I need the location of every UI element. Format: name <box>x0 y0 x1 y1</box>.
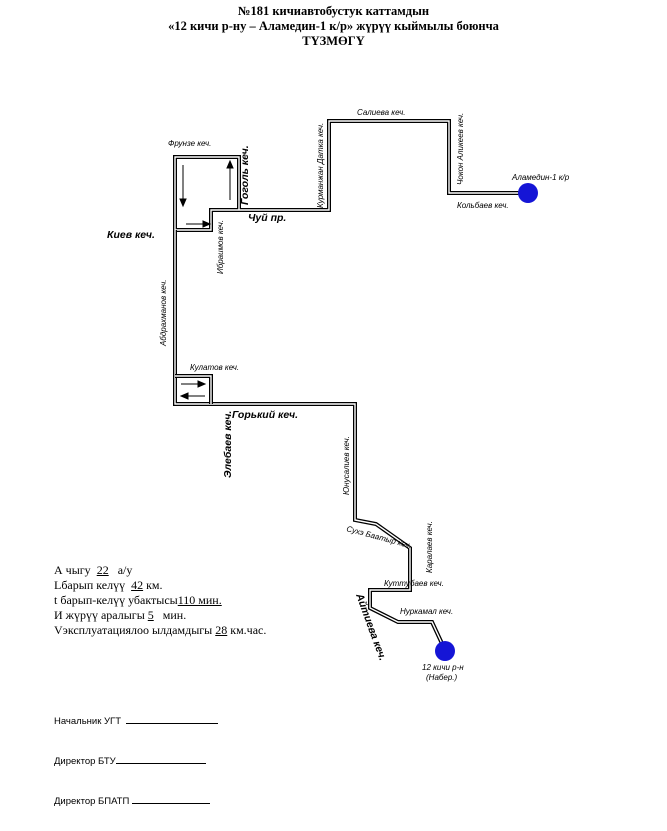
info-interval: И жүрүү аралыгы 5 мин. <box>54 608 187 622</box>
street-gorkiy-label: Горький кеч. <box>232 409 298 421</box>
terminal-12-mkr-marker <box>435 641 455 661</box>
street-kolbaev-label: Кольбаев кеч. <box>457 201 509 210</box>
street-kiev-label: Киев кеч. <box>107 229 155 241</box>
street-ibraimov-label: Ибраимов кеч. <box>216 220 225 274</box>
street-kuttubaev-label: Куттубаев кеч. <box>384 579 444 588</box>
terminal-alamedin-marker <box>518 183 538 203</box>
street-elebaev-label: Элебаев кеч. <box>222 411 234 478</box>
terminal-12-mkr-sublabel: (Набер.) <box>426 673 458 682</box>
title-line-2: «12 кичи р-ну – Аламедин-1 к/р» жүрүү кы… <box>168 19 499 33</box>
street-karalaev-label: Каралаев кеч. <box>425 521 434 573</box>
street-gogol-label: Гоголь кеч. <box>239 145 251 205</box>
info-time: t барып-келүү убактысы110 мин. <box>54 593 222 607</box>
title-line-1: №181 кичиавтобустук каттамдын <box>237 4 430 18</box>
street-kulatov-label: Кулатов кеч. <box>190 363 239 372</box>
signature-line <box>131 803 210 804</box>
street-nurkamal-label: Нуркамал кеч. <box>400 607 453 616</box>
info-speed: Vэксплуатациялоо ылдамдыгы 28 км.час. <box>54 623 267 637</box>
street-chuy-label: Чуй пр. <box>248 212 286 224</box>
terminal-alamedin-label: Аламедин-1 к/р <box>511 173 570 182</box>
signature-line <box>115 763 206 764</box>
info-vehicles: А чыгу 22 а/у <box>54 563 133 577</box>
street-saliev-label: Салиева кеч. <box>357 108 405 117</box>
signature-ugt: Начальник УГТ <box>54 716 219 727</box>
street-kurmanjan-label: Курманжан Датка кеч. <box>316 123 325 208</box>
route-info: А чыгу 22 а/у Lбарып келүү 42 км. t бары… <box>54 563 266 638</box>
street-frunze-label: Фрунзе кеч. <box>168 139 211 148</box>
info-length-value: 42 <box>131 578 144 592</box>
route-line <box>173 119 528 651</box>
info-interval-value: 5 <box>147 608 154 622</box>
signature-bpatp: Директор БПАТП <box>54 796 210 807</box>
info-time-value: 110 мин. <box>177 593 222 607</box>
signature-line <box>126 723 219 724</box>
info-length: Lбарып келүү 42 км. <box>54 578 163 592</box>
title-line-3: ТҮЗМӨГҮ <box>302 34 365 48</box>
street-abdrahmanov-label: Абдрахманов кеч. <box>159 280 168 347</box>
street-yunusaliev-label: Юнусалиев кеч. <box>342 436 351 495</box>
street-chokon-label: Чокон Аликеев кеч. <box>456 113 465 185</box>
info-vehicles-value: 22 <box>96 563 109 577</box>
terminal-12-mkr-label: 12 кичи р-н <box>422 663 464 672</box>
direction-arrows <box>179 159 234 400</box>
signature-btu: Директор БТУ <box>54 756 206 767</box>
info-speed-value: 28 <box>215 623 228 637</box>
